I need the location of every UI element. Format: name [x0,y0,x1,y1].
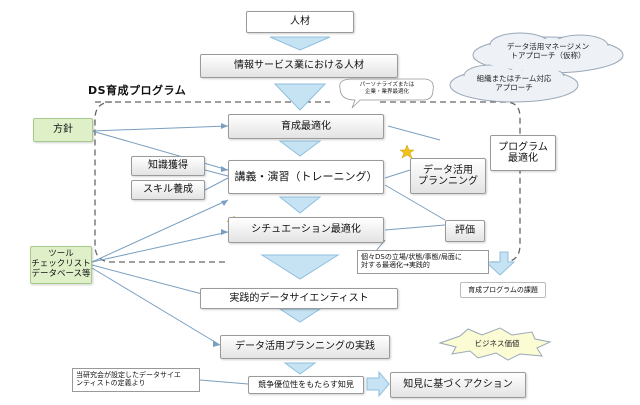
down-arrow-5 [260,254,340,280]
star-icon [399,144,415,159]
node-chishiki: 知識獲得 [131,156,205,176]
cloud-1-text: データ活用マネージメン トアプローチ（仮称） [506,42,590,61]
down-arrow-6 [278,308,322,323]
cloud-2-text: 組織またはチーム対応 アプローチ [476,74,552,93]
node-action: 知見に基づくアクション [390,372,526,398]
right-arrow [366,370,390,398]
node-jinzai: 人材 [246,11,354,33]
node-kyosou: 競争優位性をもたらす知見 [248,376,364,394]
note-personalize: パーソナライズまたは 企業・業界最適化 [359,82,415,95]
node-data-planning: データ活用 プランニング [410,158,486,194]
node-ikusei-opt: 育成最適化 [228,114,384,139]
node-kougi: 講義・演習（トレーニング） [228,160,384,194]
node-info-service: 情報サービス業における人材 [200,54,398,78]
note-study: 当研究会が設定したデータサイエ ンティストの定義より [72,368,200,392]
ds-program-title: DS育成プログラム [88,84,187,97]
node-skill: スキル養成 [131,180,205,200]
note-koko: 個々DSの立場/状態/事態/局面に 対する最適化→実践的 [357,250,489,274]
label-business: ビジネス価値 [474,339,520,348]
node-houshin: 方針 [33,118,93,142]
personalize-bubble [339,78,434,109]
node-hyouka: 評価 [445,220,485,242]
node-situation-opt: シチュエーション最適化 [228,217,384,243]
node-data-planning-practice: データ活用プランニングの実践 [220,335,390,359]
issue-down-arrow [484,251,516,276]
down-arrow-4 [278,196,322,214]
ds-program-frame [94,101,521,263]
down-arrow-7 [283,362,317,375]
down-arrow-3 [278,140,322,157]
burst-icon [438,327,552,361]
down-arrow-1 [269,36,331,51]
node-program-opt: プログラム 最適化 [490,135,556,171]
down-arrow-2 [273,83,327,111]
node-jissenteki: 実践的データサイエンティスト [200,288,398,309]
node-tool: ツール チェックリスト データベース等 [30,246,92,284]
node-program-issue: 育成プログラムの課題 [460,282,546,298]
